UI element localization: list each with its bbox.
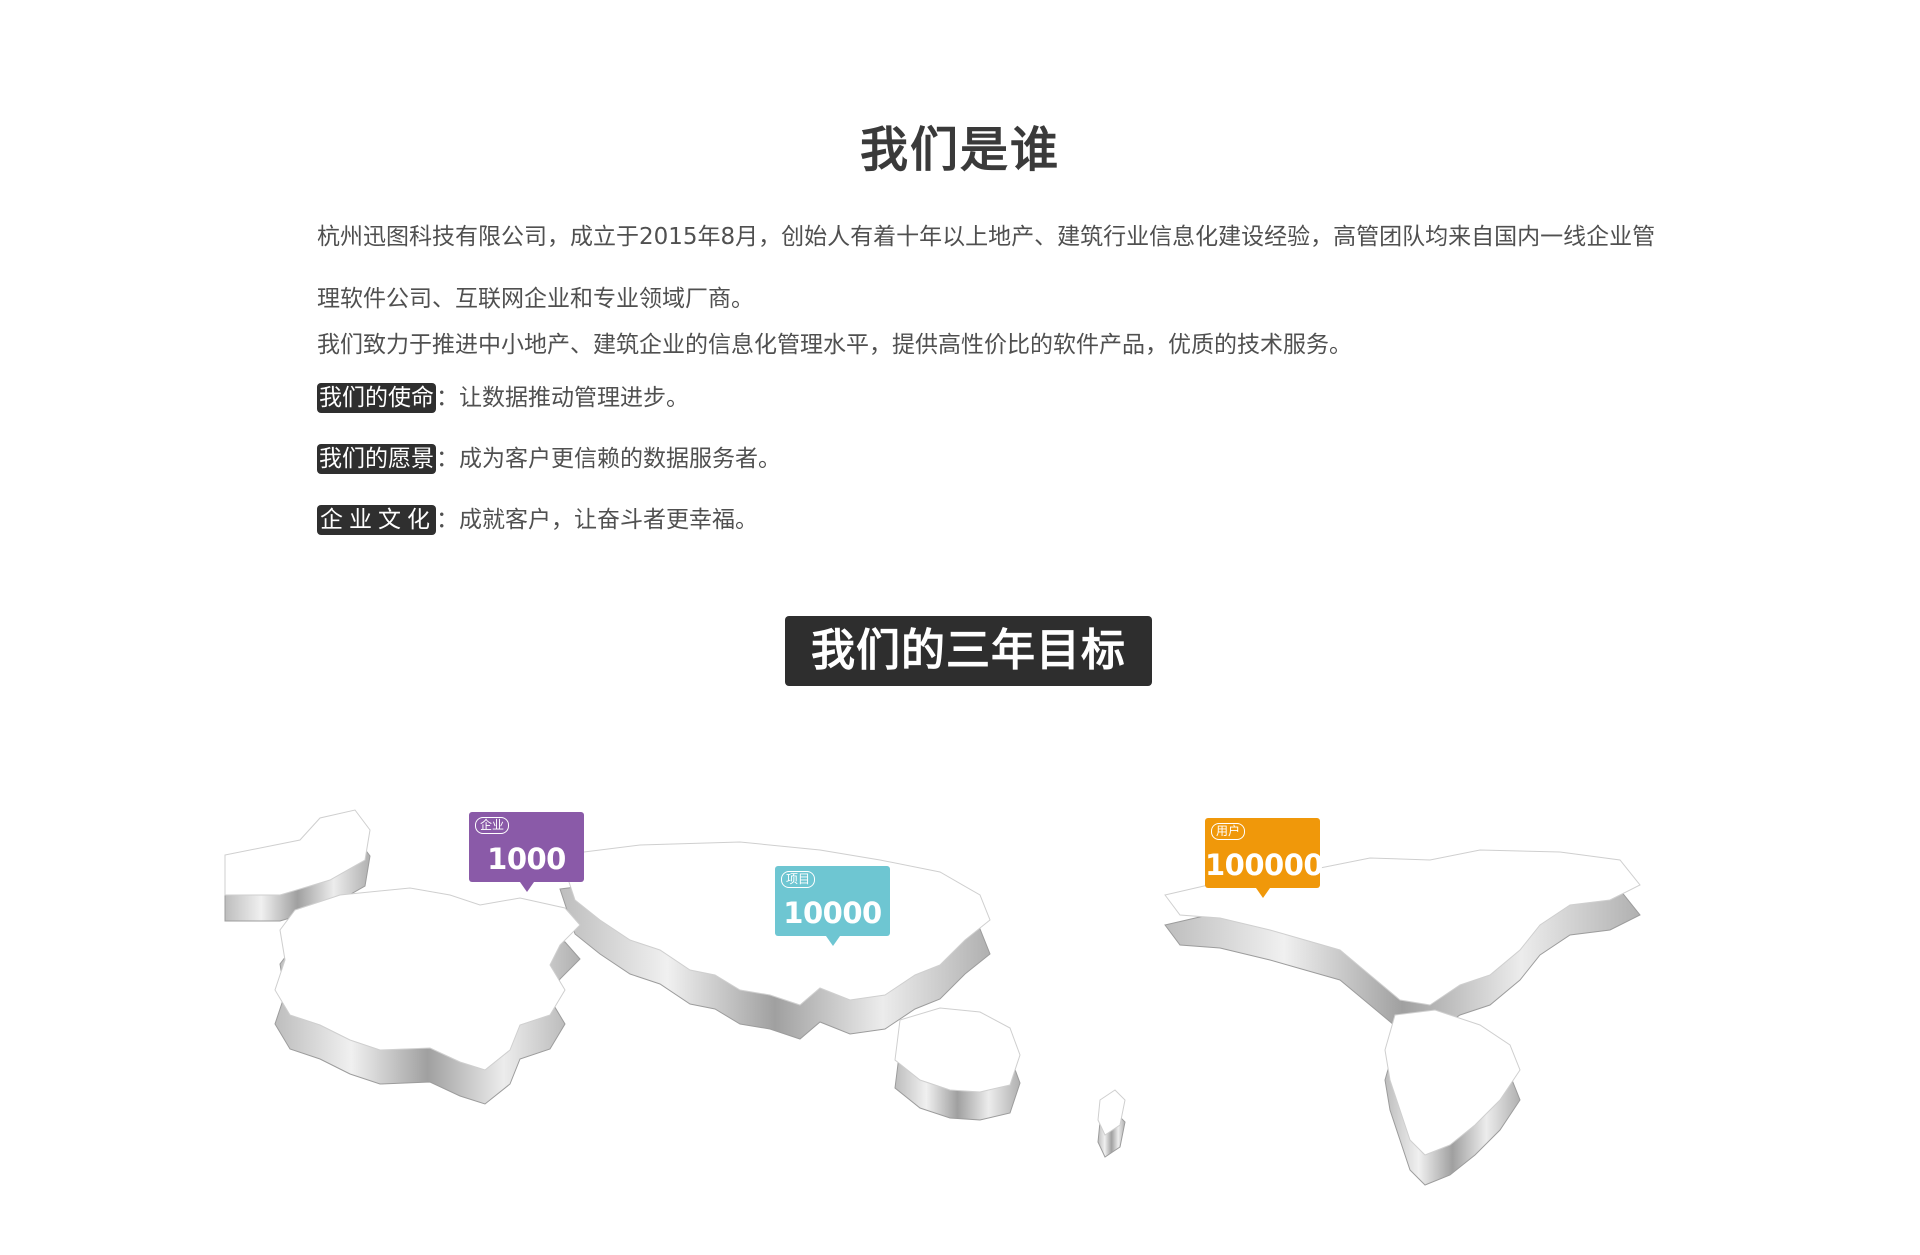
goal-marker-box: 项目 10000	[775, 866, 890, 946]
goal-marker-project: 项目 10000	[775, 866, 890, 946]
intro-paragraph-1: 杭州迅图科技有限公司，成立于2015年8月，创始人有着十年以上地产、建筑行业信息…	[317, 224, 1656, 312]
page-title: 我们是谁	[859, 122, 1060, 179]
goal-marker-enterprise: 企业 1000	[469, 812, 584, 892]
goal-marker-label: 项目	[781, 871, 816, 888]
mission-row: 我们的使命：让数据推动管理进步。	[317, 381, 689, 415]
goals-banner: 我们的三年目标	[785, 616, 1152, 686]
goal-marker-label: 用户	[1211, 823, 1246, 840]
goal-marker-label: 企业	[475, 817, 510, 834]
goal-marker-value: 100000	[1205, 848, 1324, 882]
world-map-illustration	[224, 809, 1641, 1186]
mission-text: ：让数据推动管理进步。	[436, 385, 689, 411]
goal-marker-box: 用户 100000	[1205, 818, 1324, 898]
goal-marker-value: 10000	[783, 896, 882, 930]
vision-text: ：成为客户更信赖的数据服务者。	[436, 446, 781, 472]
goal-marker-box: 企业 1000	[469, 812, 584, 892]
mission-tag: 我们的使命	[317, 383, 436, 413]
culture-text: ：成就客户，让奋斗者更幸福。	[436, 507, 758, 533]
goal-marker-user: 用户 100000	[1205, 818, 1324, 898]
intro-paragraph-2: 我们致力于推进中小地产、建筑企业的信息化管理水平，提供高性价比的软件产品，优质的…	[317, 332, 1352, 358]
vision-row: 我们的愿景：成为客户更信赖的数据服务者。	[317, 442, 781, 476]
culture-row: 企业文化：成就客户，让奋斗者更幸福。	[317, 503, 758, 537]
culture-tag: 企业文化	[317, 505, 436, 535]
goal-marker-value: 1000	[487, 842, 566, 876]
vision-tag: 我们的愿景	[317, 444, 436, 474]
